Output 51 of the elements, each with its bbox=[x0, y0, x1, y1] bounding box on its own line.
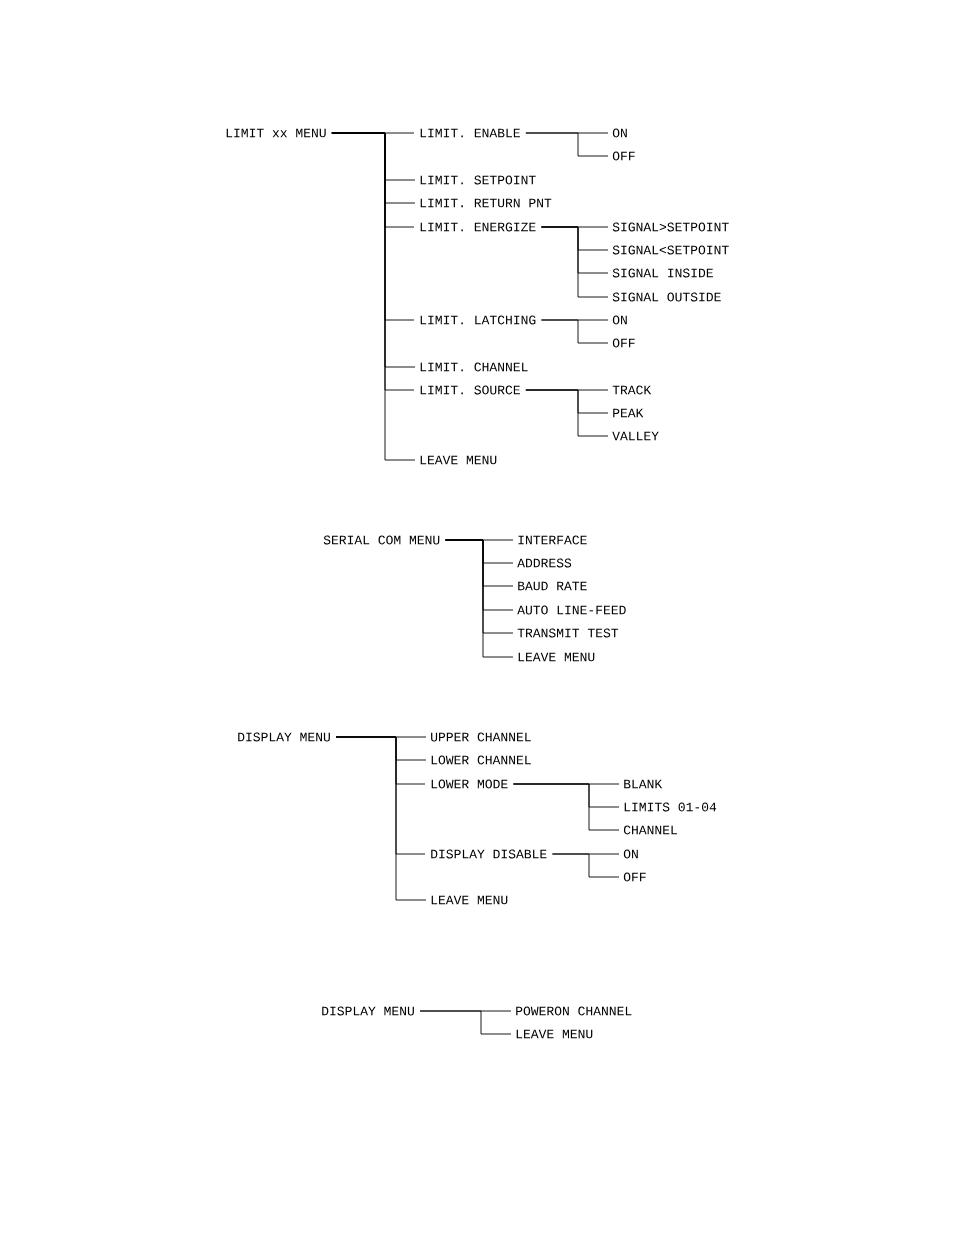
menu-item: LEAVE MENU bbox=[431, 895, 508, 905]
menu-item: PEAK bbox=[613, 408, 644, 418]
menu-item: SIGNAL OUTSIDE bbox=[612, 292, 721, 302]
menu-item: ON bbox=[612, 128, 627, 138]
menu-item: OFF bbox=[612, 338, 635, 348]
connector-line bbox=[419, 1010, 512, 1035]
menu-item: SIGNAL>SETPOINT bbox=[612, 222, 729, 232]
menu-item: LEAVE MENU bbox=[518, 652, 595, 662]
menu-heading: LIMIT. LATCHING bbox=[420, 315, 536, 325]
menu-item: TRANSMIT TEST bbox=[517, 628, 619, 638]
connector-line bbox=[525, 389, 609, 437]
menu-item: POWERON CHANNEL bbox=[516, 1006, 632, 1016]
menu-heading: LIMIT. SOURCE bbox=[420, 385, 520, 395]
menu-heading: LIMIT. ENABLE bbox=[420, 128, 520, 138]
menu-heading: DISPLAY MENU bbox=[322, 1006, 414, 1016]
menu-item: CHANNEL bbox=[623, 825, 677, 835]
menu-item: ADDRESS bbox=[517, 558, 572, 568]
menu-item: BLANK bbox=[624, 779, 663, 789]
menu-item: OFF bbox=[623, 872, 646, 882]
menu-item: LIMITS 01-04 bbox=[624, 802, 717, 812]
menu-item: INTERFACE bbox=[518, 535, 587, 545]
menu-heading: SERIAL COM MENU bbox=[323, 535, 440, 545]
menu-heading: LOWER MODE bbox=[431, 779, 508, 789]
connector-line bbox=[335, 736, 427, 901]
connector-line bbox=[540, 226, 609, 298]
menu-item: BAUD RATE bbox=[518, 581, 587, 591]
menu-heading: LIMIT xx MENU bbox=[226, 128, 326, 138]
menu-item: OFF bbox=[612, 151, 635, 161]
menu-item: LEAVE MENU bbox=[420, 455, 497, 465]
menu-item: ON bbox=[623, 849, 638, 859]
menu-item: LIMIT. RETURN PNT bbox=[420, 198, 552, 208]
menu-item: SIGNAL<SETPOINT bbox=[612, 245, 729, 255]
menu-item: ON bbox=[612, 315, 627, 325]
menu-item: LIMIT. SETPOINT bbox=[420, 175, 536, 185]
menu-heading: DISPLAY DISABLE bbox=[431, 849, 547, 859]
menu-item: LOWER CHANNEL bbox=[431, 755, 531, 765]
connector-line bbox=[540, 319, 609, 344]
menu-item: TRACK bbox=[612, 385, 652, 395]
connector-line bbox=[525, 132, 609, 157]
menu-item: LEAVE MENU bbox=[516, 1029, 593, 1039]
menu-heading: DISPLAY MENU bbox=[238, 732, 330, 742]
menu-item: AUTO LINE-FEED bbox=[517, 605, 626, 615]
connector-line bbox=[512, 783, 620, 831]
menu-item: VALLEY bbox=[612, 431, 659, 441]
connector-line bbox=[331, 132, 416, 461]
connector-line bbox=[551, 853, 620, 878]
menu-item: LIMIT. CHANNEL bbox=[420, 362, 528, 372]
menu-heading: LIMIT. ENERGIZE bbox=[420, 222, 536, 232]
connector-line bbox=[444, 539, 514, 658]
menu-item: UPPER CHANNEL bbox=[431, 732, 531, 742]
menu-item: SIGNAL INSIDE bbox=[612, 268, 713, 278]
